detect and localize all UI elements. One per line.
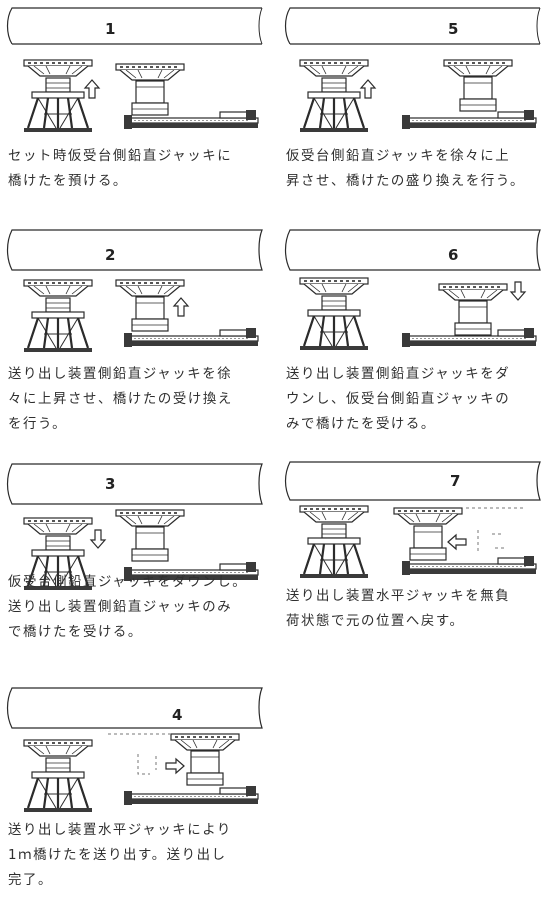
caption-line: 送り出し装置水平ジャッキを無負 (286, 589, 511, 604)
caption-line: 荷状態で元の位置へ戻す。 (286, 614, 465, 629)
arrow-down-icon (90, 529, 106, 549)
caption-line: 送り出し装置水平ジャッキにより (8, 823, 232, 838)
step-6-figure: 6 (284, 229, 541, 352)
caption-line: 1ｍ橋けたを送り出す。送り出し (8, 848, 227, 863)
step-number: 5 (448, 20, 458, 38)
step-number: 7 (450, 472, 460, 490)
step-7-figure: 7 (284, 461, 541, 580)
caption-line: 送り出し装置側鉛直ジャッキのみ (8, 600, 233, 615)
caption-line: ウンし、仮受台側鉛直ジャッキの (286, 392, 511, 407)
step-number: 1 (105, 20, 115, 38)
step-4: 4 送り出し装置水平ジャッキにより 1ｍ橋けたを送り出す。送り出し 完了。 (0, 680, 272, 890)
caption-line: 完了。 (8, 873, 53, 888)
arrow-up-icon (173, 297, 189, 317)
step-6: 6 送り出し装置側鉛直ジャッキをダ ウンし、仮受台側鉛直ジャッキの みで橋けたを… (278, 222, 549, 432)
step-number: 3 (105, 475, 115, 493)
step-1-figure: 1 (6, 7, 263, 134)
step-3: 3 仮受台側鉛直ジャッキをダウンし。 送り出し装置側鉛直ジャッキのみ で橋けたを… (0, 456, 272, 666)
step-1-caption: セット時仮受台側鉛直ジャッキに 橋けたを預ける。 (8, 144, 270, 194)
caption-line: で橋けたを受ける。 (8, 625, 143, 640)
step-number: 6 (448, 246, 458, 264)
step-4-caption: 送り出し装置水平ジャッキにより 1ｍ橋けたを送り出す。送り出し 完了。 (8, 818, 270, 893)
previous-position-ghost (108, 733, 170, 775)
previous-position-ghost (466, 507, 526, 552)
step-5-figure: 5 (284, 7, 541, 134)
step-number: 4 (172, 706, 182, 724)
step-3-caption: 仮受台側鉛直ジャッキをダウンし。 送り出し装置側鉛直ジャッキのみ で橋けたを受け… (8, 570, 270, 645)
caption-line: を行う。 (8, 417, 68, 432)
step-7: 7 送り出し装置水平ジャッキを無負 荷状態で元の位置へ戻す。 (278, 456, 549, 666)
step-5-caption: 仮受台側鉛直ジャッキを徐々に上 昇させ、橋けたの盛り換えを行う。 (286, 144, 548, 194)
caption-line: 仮受台側鉛直ジャッキを徐々に上 (286, 149, 511, 164)
arrow-up-icon (84, 79, 100, 99)
step-4-figure: 4 (6, 687, 263, 814)
arrow-left-icon (447, 534, 467, 550)
step-5: 5 仮受台側鉛直ジャッキを徐々に上 昇させ、橋けたの盛り換えを行う。 (278, 4, 549, 214)
caption-line: 橋けたを預ける。 (8, 174, 128, 189)
caption-line: みで橋けたを受ける。 (286, 417, 436, 432)
step-7-caption: 送り出し装置水平ジャッキを無負 荷状態で元の位置へ戻す。 (286, 584, 548, 634)
caption-line: 々に上昇させ、橋けたの受け換え (8, 392, 233, 407)
step-1: 1 セット時仮受台側鉛直ジャッキに 橋けたを預ける。 (0, 4, 272, 214)
step-6-caption: 送り出し装置側鉛直ジャッキをダ ウンし、仮受台側鉛直ジャッキの みで橋けたを受け… (286, 362, 548, 437)
caption-line: セット時仮受台側鉛直ジャッキに (8, 149, 233, 164)
arrow-down-icon (510, 281, 526, 301)
caption-line: 送り出し装置側鉛直ジャッキを徐 (8, 367, 233, 382)
arrow-up-icon (360, 79, 376, 99)
step-2: 2 送り出し装置側鉛直ジャッキを徐 々に上昇させ、橋けたの受け換え を行う。 (0, 222, 272, 432)
step-3-figure: 3 (6, 463, 263, 592)
caption-line: 仮受台側鉛直ジャッキをダウンし。 (8, 575, 248, 590)
arrow-right-icon (165, 758, 185, 774)
caption-line: 送り出し装置側鉛直ジャッキをダ (286, 367, 511, 382)
step-2-figure: 2 (6, 229, 263, 354)
step-number: 2 (105, 246, 115, 264)
step-2-caption: 送り出し装置側鉛直ジャッキを徐 々に上昇させ、橋けたの受け換え を行う。 (8, 362, 270, 437)
caption-line: 昇させ、橋けたの盛り換えを行う。 (286, 174, 526, 189)
